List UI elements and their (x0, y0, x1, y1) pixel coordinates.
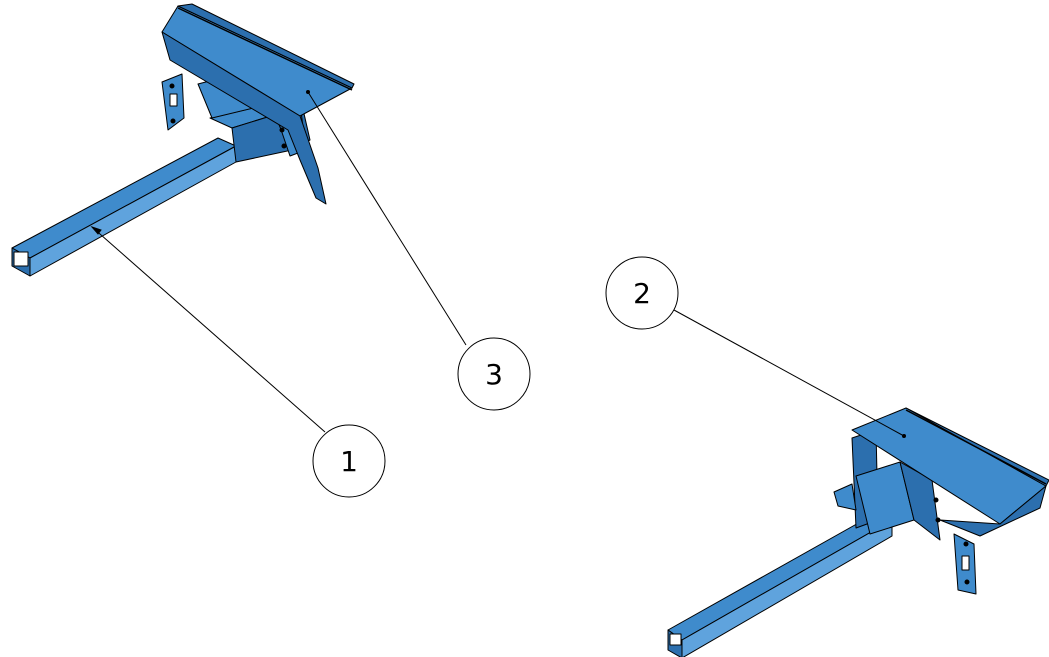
leader-lines (90, 91, 905, 437)
leader-3 (307, 91, 467, 346)
assembly-left (11, 3, 355, 277)
leader-1 (91, 226, 326, 433)
side-plate-right (953, 533, 977, 595)
hopper-left (161, 3, 355, 205)
balloon-1: 1 (312, 424, 386, 498)
bracket-right (833, 429, 941, 541)
leader-1-arrow (90, 225, 102, 235)
balloon-3: 3 (457, 337, 531, 411)
leader-2 (673, 309, 905, 437)
hopper-right (851, 407, 1049, 537)
balloon-1-label: 1 (340, 445, 358, 478)
side-plate-left (161, 73, 185, 131)
balloon-2: 2 (605, 256, 679, 330)
balloon-2-label: 2 (633, 277, 651, 310)
balloon-3-label: 3 (485, 358, 503, 391)
tube-right (667, 511, 893, 657)
assembly-right (667, 407, 1049, 657)
